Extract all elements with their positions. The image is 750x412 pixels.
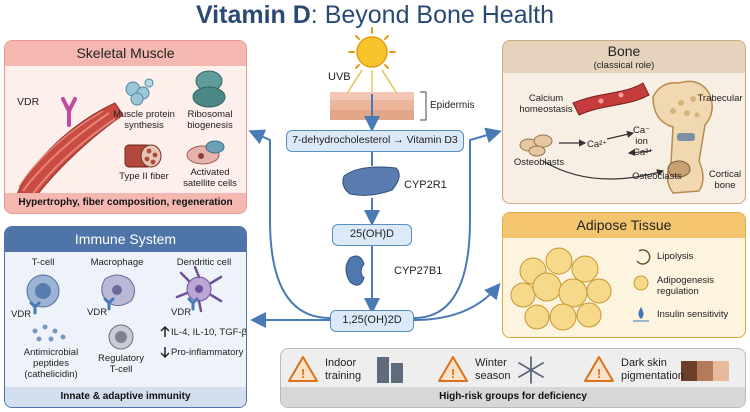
lipolysis-label: Lipolysis (657, 251, 694, 262)
ribosomal-label: Ribosomal biogenesis (187, 109, 233, 131)
risk-footer: High-risk groups for deficiency (281, 387, 745, 407)
pro-inflammatory-label: Pro-inflammatory (171, 347, 244, 358)
vdr-receptor-icon (61, 97, 77, 127)
vdr-label: VDR (17, 96, 40, 108)
t-cell-icon (26, 274, 60, 308)
up-arrow-icon (160, 325, 170, 337)
cyp2r1-label: CYP2R1 (404, 179, 447, 191)
trabecular-label: Trabecular (697, 93, 743, 104)
adipose-title: Adipose Tissue (503, 213, 745, 238)
osteoclasts-label: Osteoclasts (632, 171, 682, 182)
muscle-protein-label: Muscle protein synthesis (113, 109, 175, 131)
risk-panel: ! ! ! Indoor training Winter season Dark… (280, 348, 746, 408)
immune-system-panel: Immune System T-cell M (4, 226, 247, 408)
anti-inflammatory-label: IL-4, IL-10, TGF-β (171, 327, 247, 338)
step-1-25-oh-2d: 1,25(OH)2D (330, 310, 414, 332)
svg-text:!: ! (451, 366, 455, 381)
skeletal-muscle-title: Skeletal Muscle (5, 41, 246, 66)
down-arrow-icon (160, 347, 170, 359)
antimicrobial-label: Antimicrobial peptides (cathelicidin) (23, 347, 79, 380)
bone-panel: Bone (classical role) (502, 40, 746, 204)
adipose-panel: Adipose Tissue Lipolysis Adipogenesis re… (502, 212, 746, 338)
uvb-label: UVB (328, 71, 351, 83)
skeletal-muscle-illustration (14, 70, 226, 208)
insulin-sensitivity-label: Insulin sensitivity (657, 309, 729, 320)
warning-icon: ! (288, 356, 318, 382)
muscle-icon (14, 102, 124, 208)
page-title: Vitamin D: Beyond Bone Health (195, 1, 555, 29)
bone-arrows (542, 130, 665, 180)
step-7-dehydrocholesterol: 7-dehydrocholesterol → Vitamin D3 (286, 130, 464, 152)
cyp27b1-label: CYP27B1 (394, 265, 443, 277)
sun-icon (347, 27, 397, 93)
regulatory-t-cell-label: Regulatory T-cell (98, 353, 144, 375)
immune-footer: Innate & adaptive immunity (5, 387, 246, 407)
macrophage-icon (101, 274, 135, 307)
snowflake-icon (518, 356, 544, 384)
dendritic-cell-icon (175, 265, 223, 313)
winter-season-label: Winter season (475, 357, 511, 382)
skin-layers-icon (330, 91, 427, 121)
adipogenesis-label: Adipogenesis regulation (657, 275, 715, 297)
vdr-label-tcell: VDR (11, 309, 32, 320)
bone-header: Bone (classical role) (503, 41, 745, 73)
adipose-illustration (510, 247, 651, 331)
osteoclasts-icon (667, 160, 691, 178)
epidermis-label: Epidermis (430, 100, 475, 111)
vdr-label-macrophage: VDR (87, 307, 108, 318)
liver-icon (342, 166, 400, 196)
building-icon (377, 357, 403, 383)
type-ii-fiber-label: Type II fiber (119, 171, 169, 182)
dendritic-cell-label: Dendritic cell (176, 257, 232, 268)
t-cell-label: T-cell (31, 257, 55, 268)
bone-illustration (519, 80, 713, 194)
immune-system-title: Immune System (5, 227, 246, 252)
adipocytes-icon (510, 247, 612, 331)
immune-illustration (26, 265, 223, 359)
vdr-receptor-icon (29, 297, 199, 315)
macrophage-label: Macrophage (90, 257, 144, 268)
blood-vessel-icon (572, 82, 650, 116)
bone-subtitle: (classical role) (593, 60, 655, 71)
skin-swatches-icon (681, 361, 729, 381)
indoor-training-label: Indoor training (325, 357, 362, 382)
skeletal-muscle-footer: Hypertrophy, fiber composition, regenera… (5, 193, 246, 213)
vdr-label-dendritic: VDR (171, 307, 192, 318)
osteoblasts-icon (519, 134, 553, 157)
insulin-drop-icon (633, 307, 649, 322)
cortical-bone-label: Cortical bone (708, 169, 742, 191)
satellite-cells-icon (186, 140, 225, 165)
satellite-label: Activated satellite cells (183, 167, 237, 189)
osteoblasts-label: Osteoblasts (513, 157, 565, 168)
ca-ion-label: Ca⁻ ion (633, 125, 651, 147)
ca2-label: Ca²⁺ (587, 139, 608, 150)
bone-icon (652, 80, 713, 194)
warning-icon: ! (438, 356, 468, 382)
kidney-icon (345, 255, 365, 286)
protein-synthesis-icon (125, 78, 154, 106)
antimicrobial-peptides-icon (32, 324, 66, 342)
regulatory-t-cell-icon (108, 324, 134, 350)
calcium-homeostasis-label: Calcium homeostasis (519, 93, 573, 115)
type-ii-fiber-icon (124, 144, 162, 168)
risk-illustration: ! ! ! (288, 356, 729, 384)
warning-icon: ! (584, 356, 614, 382)
adipogenesis-icon (633, 275, 649, 291)
dark-skin-label: Dark skin pigmentation (621, 357, 684, 382)
svg-text:!: ! (301, 366, 305, 381)
lipolysis-icon (636, 249, 651, 265)
ca2-bone-label: Ca²⁺ (633, 147, 654, 158)
bone-title: Bone (607, 43, 641, 59)
svg-text:!: ! (597, 366, 601, 381)
skeletal-muscle-panel: Skeletal Muscle (4, 40, 247, 214)
step-25-oh-d: 25(OH)D (332, 224, 412, 246)
ribosome-icon (192, 70, 226, 108)
